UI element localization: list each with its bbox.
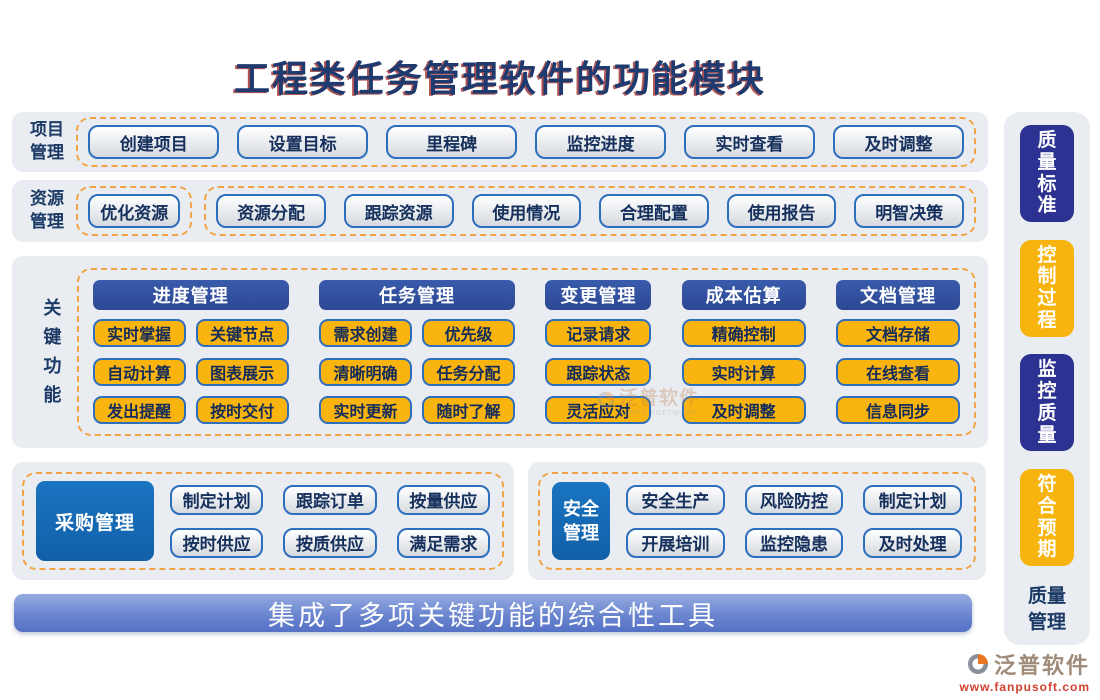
- project-feature-box: 实时查看: [684, 125, 816, 159]
- procurement-feature-box: 满足需求: [396, 527, 490, 558]
- schedule-feature-box: 按时交付: [195, 396, 289, 424]
- safety-feature-box: 制定计划: [863, 484, 962, 515]
- project-feature-box: 及时调整: [833, 125, 964, 159]
- fanpu-logo-url: www.fanpusoft.com: [959, 680, 1090, 694]
- schedule-feature-box: 自动计算: [92, 357, 186, 386]
- column-change-management: 变更管理 记录请求跟踪状态灵活应对: [545, 280, 652, 424]
- sidebar-item-meet-expectation: 符合预期: [1020, 469, 1074, 567]
- procurement-feature-box: 跟踪订单: [283, 484, 377, 515]
- resource-feature-box: 使用情况: [471, 194, 582, 228]
- procurement-feature-box: 按量供应: [396, 484, 490, 515]
- fanpu-logo-icon: [967, 654, 988, 674]
- document-feature-box: 在线查看: [836, 357, 960, 386]
- project-feature-box: 里程碑: [386, 125, 518, 159]
- project-management-group: 创建项目设置目标里程碑监控进度实时查看及时调整: [76, 117, 976, 167]
- sidebar-item-monitor-quality: 监控质量: [1020, 354, 1074, 452]
- task-feature-box: 清晰明确: [319, 357, 413, 386]
- resource-feature-box: 合理配置: [599, 194, 709, 228]
- schedule-feature-box: 实时掌握: [92, 319, 186, 347]
- safety-category-box: 安全管理: [552, 482, 610, 560]
- change-items: 记录请求跟踪状态灵活应对: [545, 319, 652, 424]
- sidebar-item-label: 符合预期: [1037, 473, 1057, 561]
- cost-feature-box: 及时调整: [681, 396, 806, 424]
- resource-feature-box: 使用报告: [726, 194, 837, 228]
- document-items: 文档存储在线查看信息同步: [836, 319, 960, 424]
- procurement-feature-box: 按时供应: [170, 527, 264, 558]
- schedule-feature-box: 关键节点: [195, 319, 289, 347]
- page-title: 工程类任务管理软件的功能模块: [233, 59, 766, 99]
- fanpu-logo-name: 泛普软件: [993, 653, 1090, 678]
- column-header-task: 任务管理: [319, 280, 516, 310]
- safety-feature-box: 安全生产: [626, 484, 725, 515]
- change-feature-box: 跟踪状态: [545, 357, 652, 386]
- safety-category-label: 安全管理: [563, 498, 599, 543]
- procurement-feature-box: 按质供应: [283, 527, 377, 558]
- safety-feature-box: 监控隐患: [744, 527, 844, 558]
- procurement-category-box: 采购管理: [36, 481, 154, 561]
- footer-banner: 集成了多项关键功能的综合性工具: [14, 594, 972, 632]
- column-header-change: 变更管理: [545, 280, 652, 310]
- section-label-resource-management: 资源管理: [30, 189, 64, 231]
- sidebar-item-label: 质量标准: [1037, 129, 1057, 217]
- key-functions-group: 进度管理 实时掌握关键节点自动计算图表展示发出提醒按时交付 任务管理 需求创建优…: [76, 268, 976, 436]
- section-procurement-management: 采购管理 制定计划跟踪订单按量供应按时供应按质供应满足需求: [12, 462, 514, 580]
- resource-feature-box: 明智决策: [854, 194, 964, 228]
- change-feature-box: 灵活应对: [545, 396, 652, 424]
- procurement-group: 采购管理 制定计划跟踪订单按量供应按时供应按质供应满足需求: [22, 472, 504, 570]
- cost-feature-box: 精确控制: [681, 319, 806, 347]
- schedule-feature-box: 发出提醒: [92, 396, 186, 424]
- section-label-key-functions: 关键功能: [43, 298, 62, 405]
- section-key-functions: 关键功能 进度管理 实时掌握关键节点自动计算图表展示发出提醒按时交付 任务管理 …: [12, 256, 988, 448]
- resource-feature-box: 资源分配: [216, 194, 326, 228]
- section-project-management: 项目管理 创建项目设置目标里程碑监控进度实时查看及时调整: [12, 112, 988, 172]
- fanpu-logo: 泛普软件 www.fanpusoft.com: [959, 648, 1090, 694]
- resource-group-2: 资源分配跟踪资源使用情况合理配置使用报告明智决策: [204, 186, 976, 236]
- procurement-items: 制定计划跟踪订单按量供应按时供应按质供应满足需求: [170, 484, 490, 558]
- safety-feature-box: 及时处理: [863, 527, 962, 558]
- resource-group-1: 优化资源: [76, 186, 193, 236]
- sidebar-caption-quality-management: 质量管理: [1027, 585, 1066, 634]
- column-document-management: 文档管理 文档存储在线查看信息同步: [836, 280, 960, 424]
- document-feature-box: 信息同步: [836, 396, 960, 424]
- column-header-schedule: 进度管理: [92, 280, 289, 310]
- section-label-project-management: 项目管理: [30, 120, 64, 162]
- document-feature-box: 文档存储: [836, 319, 960, 347]
- sidebar-quality: 质量标准 控制过程 监控质量 符合预期 质量管理: [1004, 112, 1090, 645]
- resource-feature-box: 跟踪资源: [343, 194, 454, 228]
- project-feature-box: 设置目标: [237, 125, 369, 159]
- change-feature-box: 记录请求: [545, 319, 652, 347]
- cost-feature-box: 实时计算: [681, 357, 806, 386]
- project-feature-box: 创建项目: [88, 125, 220, 159]
- schedule-feature-box: 图表展示: [195, 357, 289, 386]
- task-feature-box: 实时更新: [319, 396, 413, 424]
- section-safety-management: 安全管理 安全生产风险防控制定计划开展培训监控隐患及时处理: [528, 462, 986, 580]
- section-resource-management: 资源管理 优化资源 资源分配跟踪资源使用情况合理配置使用报告明智决策: [12, 180, 988, 242]
- column-header-document: 文档管理: [836, 280, 960, 310]
- column-header-cost: 成本估算: [681, 280, 806, 310]
- sidebar-item-label: 监控质量: [1037, 359, 1057, 446]
- sidebar-item-quality-standard: 质量标准: [1020, 125, 1074, 222]
- safety-group: 安全管理 安全生产风险防控制定计划开展培训监控隐患及时处理: [538, 472, 976, 570]
- safety-feature-box: 开展培训: [626, 527, 725, 558]
- cost-items: 精确控制实时计算及时调整: [681, 319, 806, 424]
- sidebar-item-label: 控制过程: [1037, 244, 1057, 332]
- safety-items: 安全生产风险防控制定计划开展培训监控隐患及时处理: [626, 484, 962, 558]
- column-cost-estimation: 成本估算 精确控制实时计算及时调整: [681, 280, 806, 424]
- task-feature-box: 随时了解: [422, 396, 516, 424]
- column-task-management: 任务管理 需求创建优先级清晰明确任务分配实时更新随时了解: [319, 280, 516, 424]
- procurement-feature-box: 制定计划: [170, 484, 264, 515]
- column-schedule-management: 进度管理 实时掌握关键节点自动计算图表展示发出提醒按时交付: [92, 280, 289, 424]
- sidebar-item-control-process: 控制过程: [1020, 239, 1074, 337]
- schedule-items: 实时掌握关键节点自动计算图表展示发出提醒按时交付: [92, 319, 289, 424]
- task-items: 需求创建优先级清晰明确任务分配实时更新随时了解: [319, 319, 516, 424]
- safety-feature-box: 风险防控: [744, 484, 844, 515]
- task-feature-box: 优先级: [422, 319, 516, 347]
- resource-feature-box: 优化资源: [88, 194, 181, 228]
- project-feature-box: 监控进度: [535, 125, 667, 159]
- task-feature-box: 任务分配: [422, 357, 516, 386]
- task-feature-box: 需求创建: [319, 319, 413, 347]
